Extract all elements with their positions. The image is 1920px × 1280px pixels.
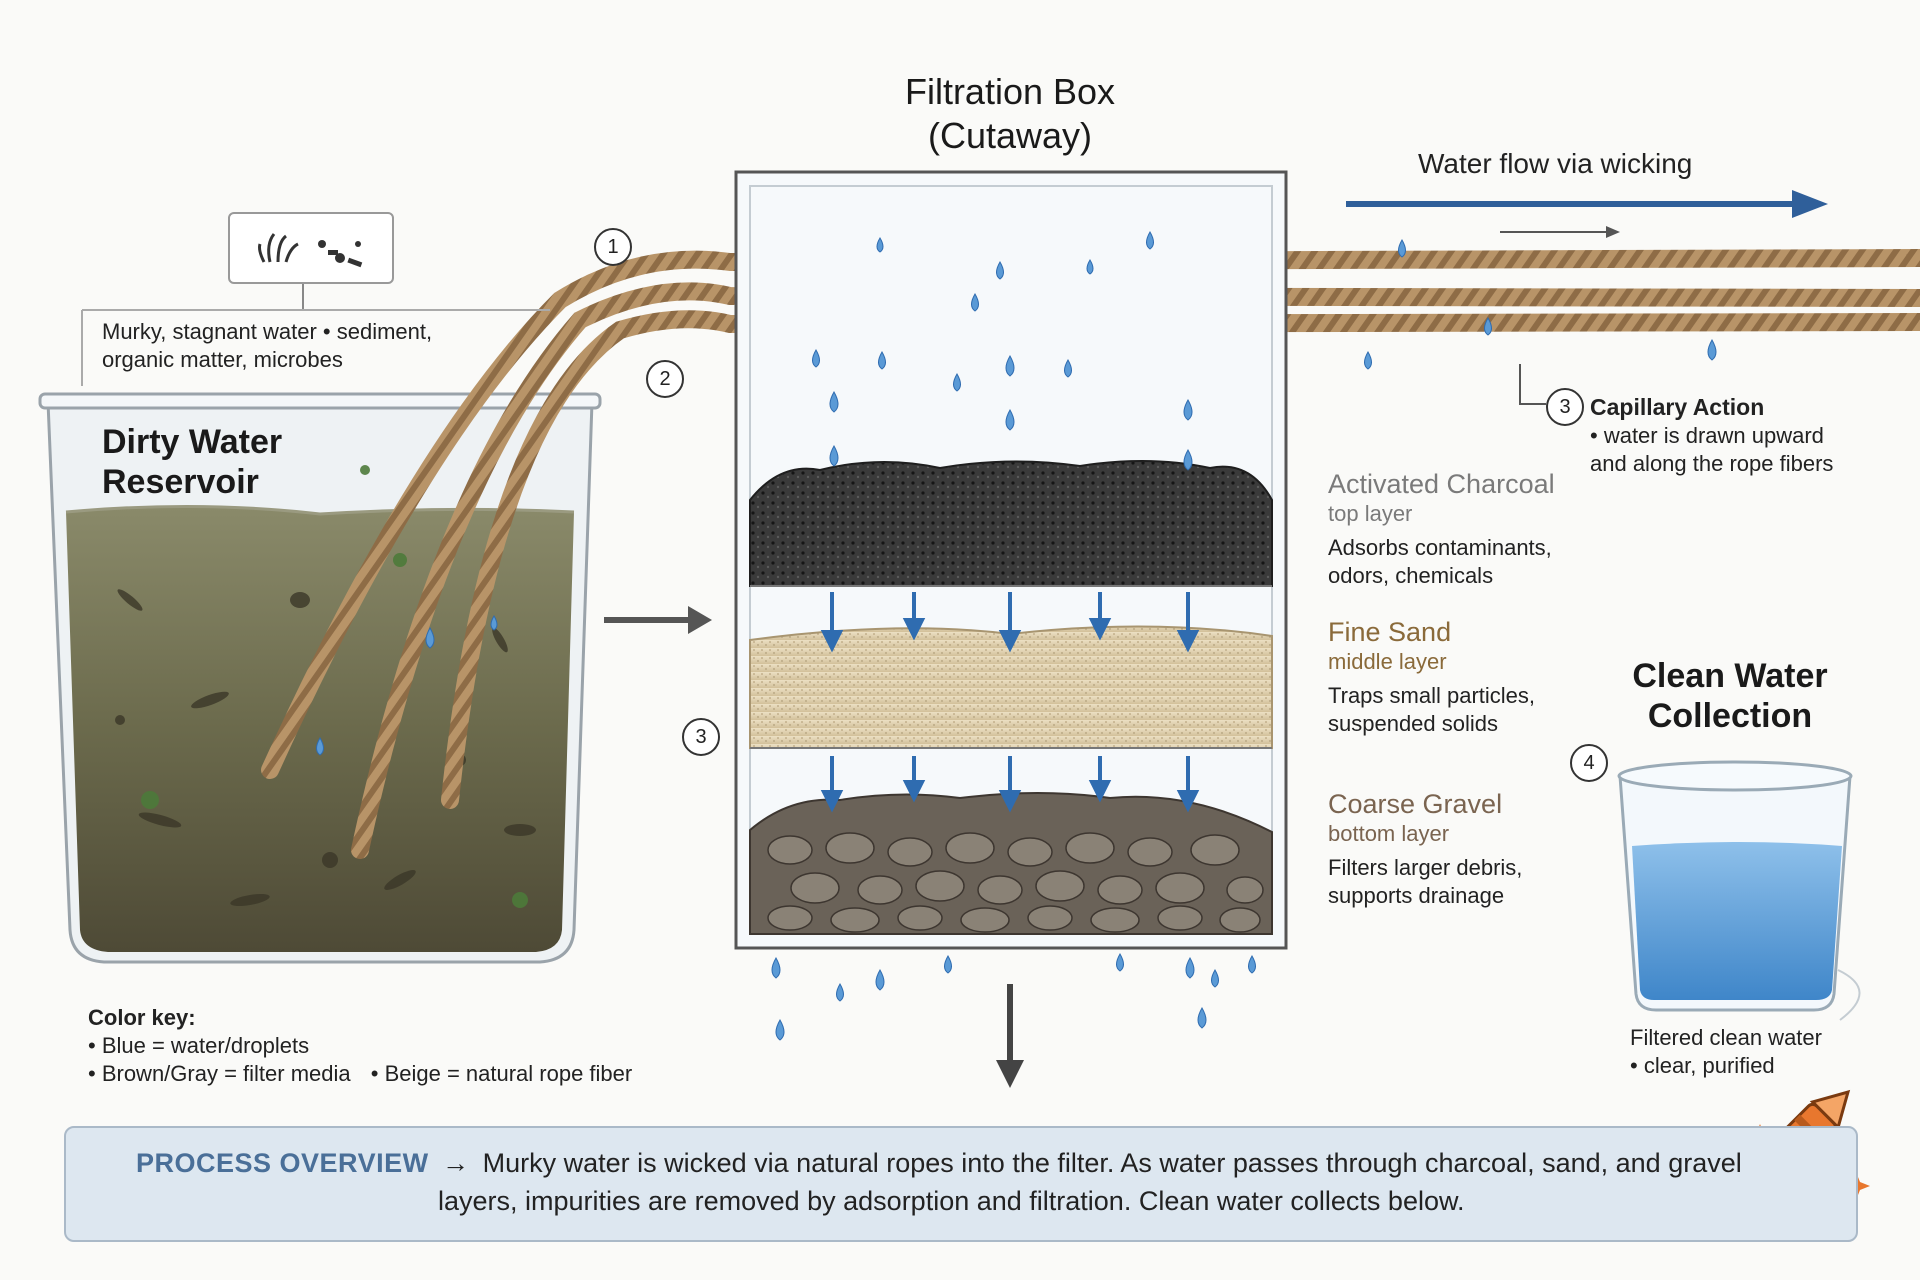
collection-caption-line2: • clear, purified [1630, 1053, 1775, 1078]
filtration-box-title-line2: (Cutaway) [927, 115, 1093, 156]
color-key: Color key: • Blue = water/droplets • Bro… [88, 1004, 632, 1088]
layer-desc-line1: Traps small particles, [1328, 683, 1536, 708]
step-4-marker: 4 [1570, 744, 1608, 782]
wicking-ropes [261, 249, 1920, 859]
capillary-line2: and along the rope fibers [1590, 451, 1834, 476]
overview-line1: Murky water is wicked via natural ropes … [482, 1148, 1742, 1178]
layer-name: Coarse Gravel [1328, 789, 1503, 819]
color-key-title: Color key: [88, 1005, 196, 1030]
collection-title-line1: Clean Water [1632, 657, 1828, 695]
step-2-marker: 2 [646, 360, 684, 398]
clean-water [1632, 842, 1842, 1000]
layer-desc-line2: odors, chemicals [1328, 563, 1494, 588]
feed-arrow [604, 606, 712, 634]
layer-position: middle layer [1328, 649, 1447, 674]
drain-arrow [996, 984, 1024, 1088]
reservoir-callout-line2: organic matter, microbes [102, 347, 343, 372]
step-1-marker: 1 [594, 228, 632, 266]
flow-label: Water flow via wicking [1418, 148, 1693, 179]
debris-icon [258, 233, 363, 268]
collection-title-line2: Collection [1647, 697, 1813, 735]
reservoir-title: Dirty Water Reservoir [102, 422, 282, 502]
reservoir-callout-line1: Murky, stagnant water • sediment, [102, 319, 433, 344]
overview-arrow-icon: → [442, 1148, 470, 1178]
color-key-line2a: • Brown/Gray = filter media [88, 1061, 351, 1086]
step-3-marker-filter: 3 [682, 718, 720, 756]
capillary-action-note: Capillary Action • water is drawn upward… [1590, 392, 1833, 478]
debris-icon-box [228, 212, 394, 284]
layer-flow-arrows [820, 592, 1200, 813]
filtration-box-title: Filtration Box (Cutaway) [760, 70, 1260, 158]
collection-title: Clean Water Collection [1600, 656, 1860, 736]
process-overview-banner: PROCESS OVERVIEW → Murky water is wicked… [64, 1126, 1858, 1242]
filtration-box-title-line1: Filtration Box [904, 71, 1116, 112]
clean-water-beaker [1617, 760, 1861, 1021]
reservoir-title-line2: Reservoir [102, 463, 259, 501]
color-key-line2: • Brown/Gray = filter media • Beige = na… [88, 1060, 632, 1088]
layer-label-gravel: Coarse Gravel bottom layer Filters large… [1328, 788, 1522, 910]
overview-title: PROCESS OVERVIEW [136, 1148, 429, 1178]
layer-position: top layer [1328, 501, 1413, 526]
overview-line1-row: PROCESS OVERVIEW → Murky water is wicked… [136, 1148, 1742, 1179]
layer-position: bottom layer [1328, 821, 1450, 846]
flow-arrow-right [1346, 190, 1828, 238]
capillary-title: Capillary Action [1590, 394, 1765, 420]
reservoir-title-line1: Dirty Water [102, 423, 283, 461]
capillary-line1: • water is drawn upward [1590, 423, 1824, 448]
overview-line2: layers, impurities are removed by adsorp… [438, 1186, 1465, 1216]
reservoir-callout: Murky, stagnant water • sediment, organi… [102, 318, 432, 374]
capillary-leader [1519, 364, 1546, 405]
collection-caption-line1: Filtered clean water [1630, 1025, 1822, 1050]
layer-label-charcoal: Activated Charcoal top layer Adsorbs con… [1328, 468, 1555, 590]
layer-label-sand: Fine Sand middle layer Traps small parti… [1328, 616, 1535, 738]
layer-desc-line2: supports drainage [1328, 883, 1505, 908]
murky-water [66, 506, 574, 952]
filtration-box [734, 170, 1288, 950]
layer-name: Fine Sand [1328, 617, 1452, 647]
collection-caption: Filtered clean water • clear, purified [1630, 1024, 1822, 1080]
layer-name: Activated Charcoal [1328, 469, 1555, 499]
color-key-line1: • Blue = water/droplets [88, 1033, 310, 1058]
color-key-line2b: • Beige = natural rope fiber [370, 1061, 633, 1086]
water-droplets [316, 231, 1717, 1041]
charcoal-layer [749, 459, 1273, 587]
step-3-marker-capillary: 3 [1546, 388, 1584, 426]
layer-desc-line1: Filters larger debris, [1328, 855, 1523, 880]
layer-desc-line2: suspended solids [1328, 711, 1499, 736]
layer-desc-line1: Adsorbs contaminants, [1328, 535, 1552, 560]
